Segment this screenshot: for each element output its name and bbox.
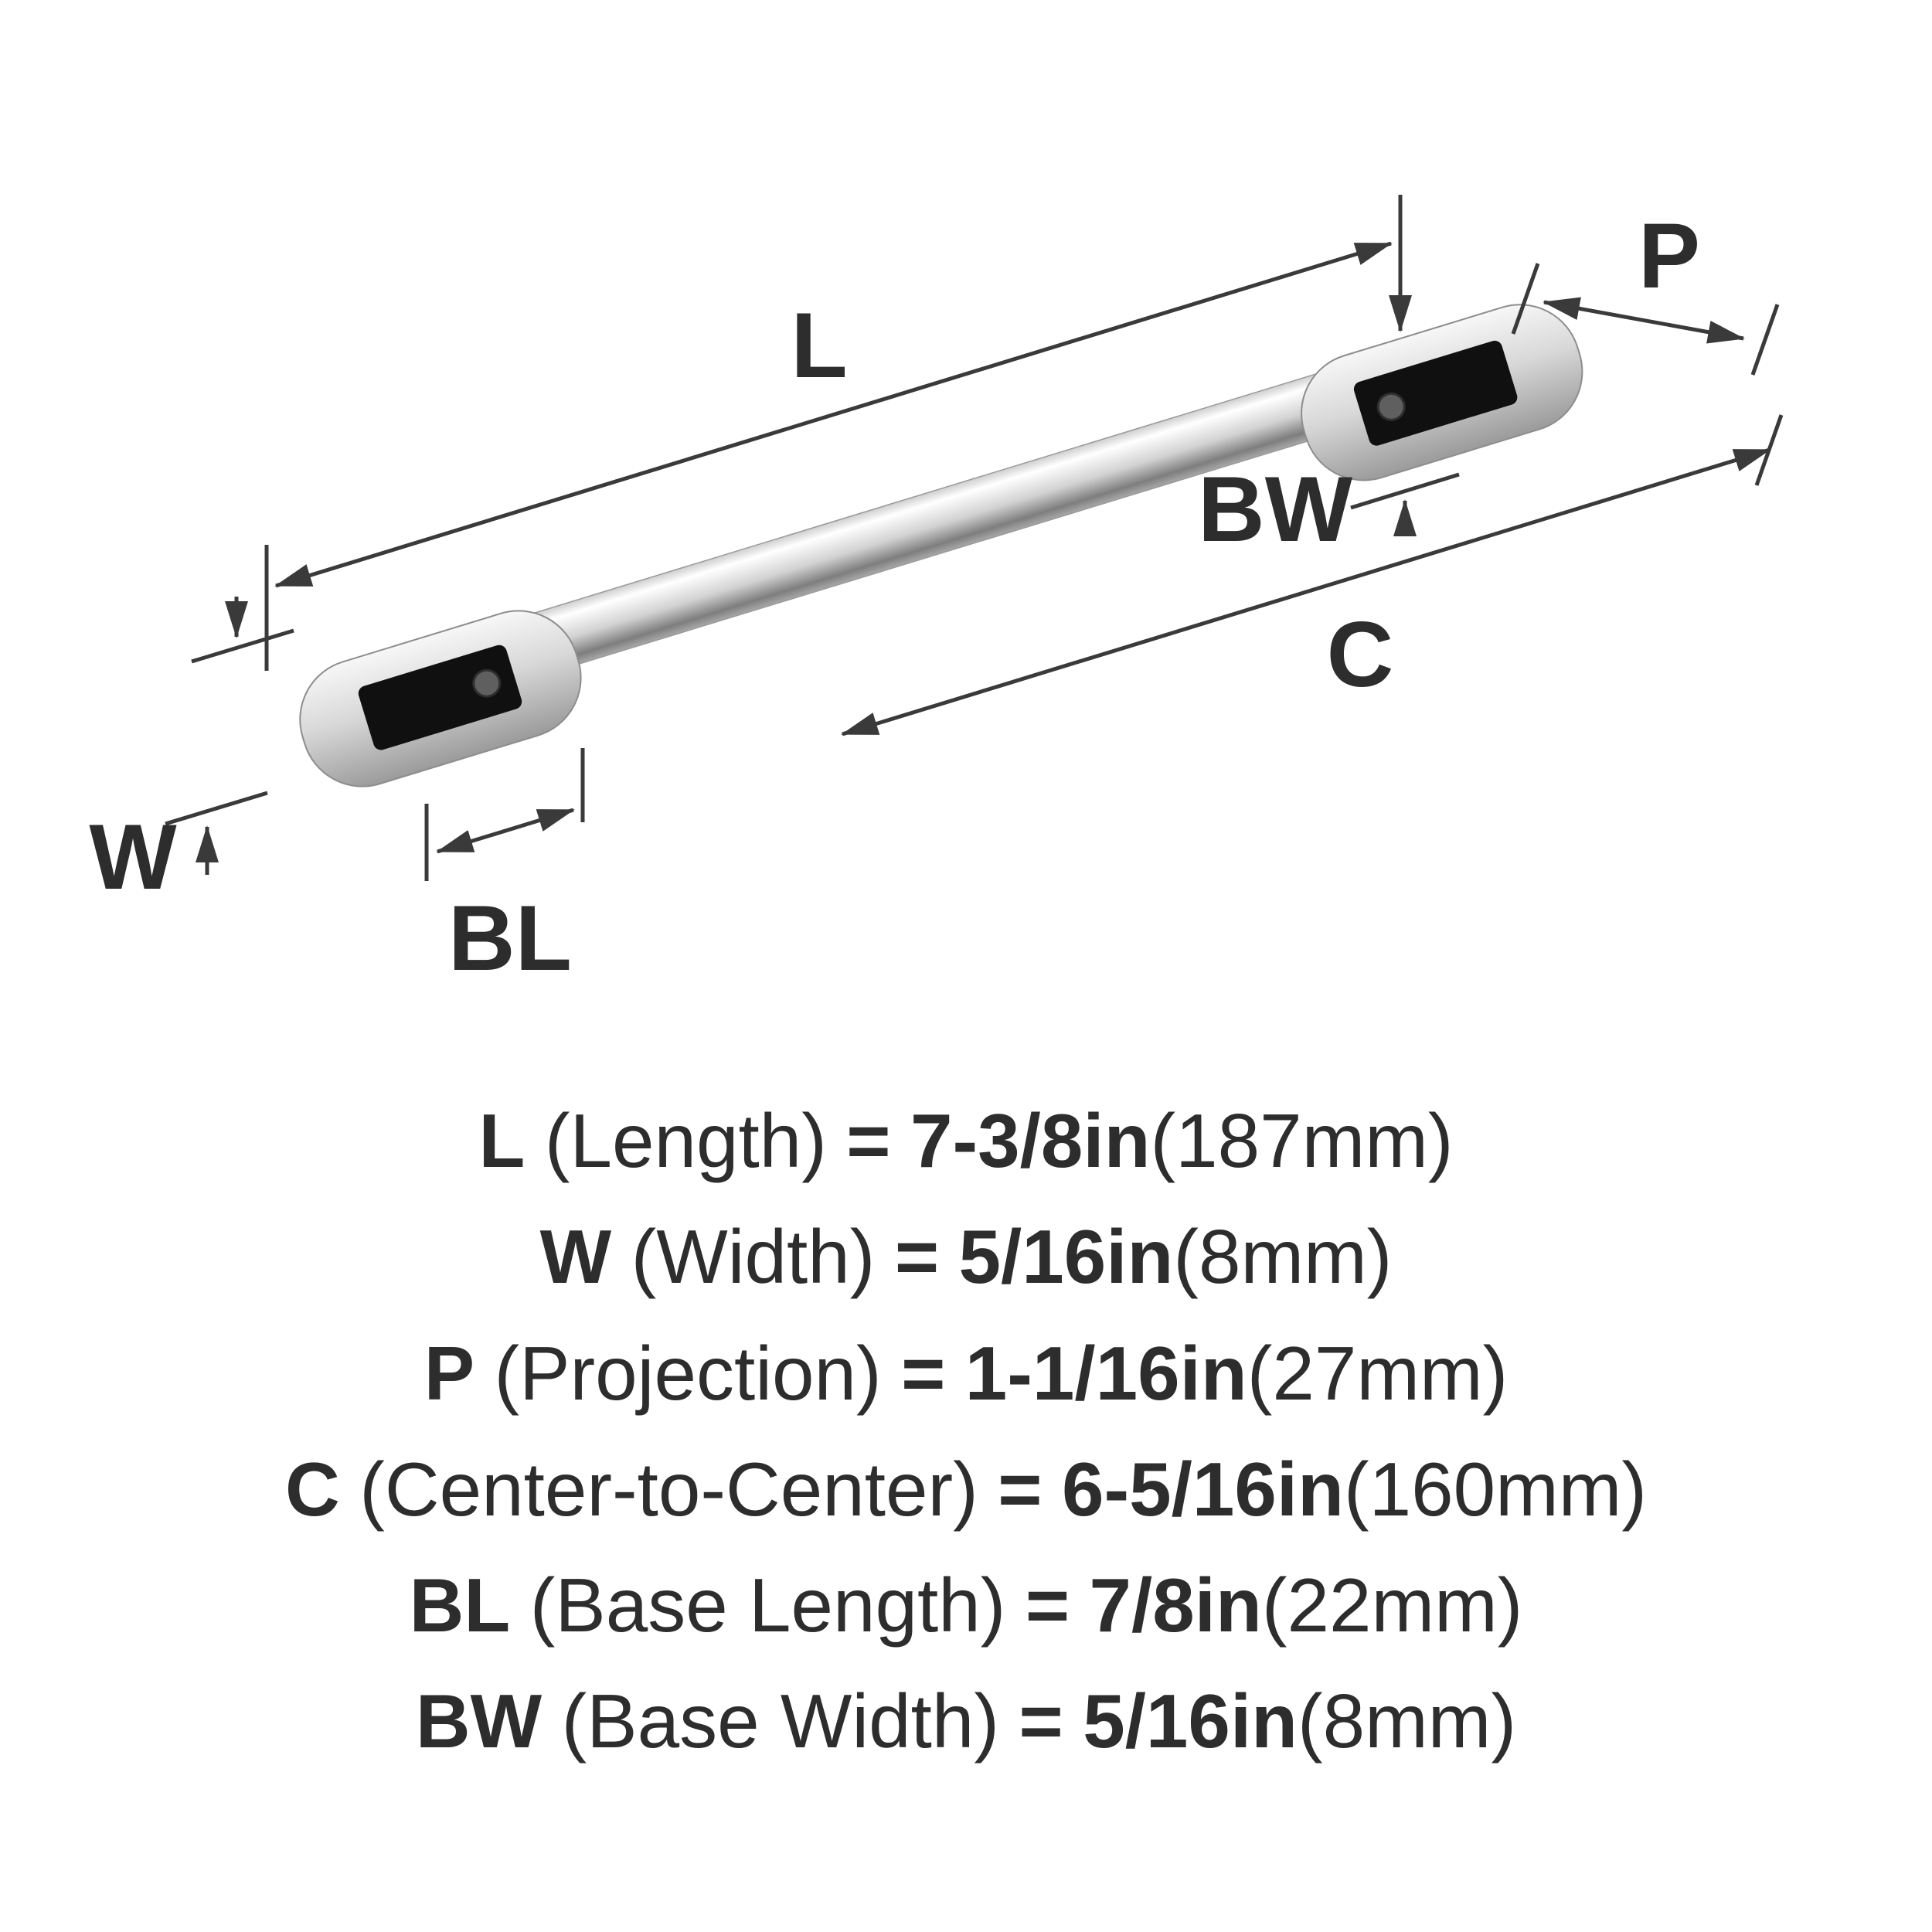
dim-equals: = [1025, 1563, 1070, 1648]
dimension-line-C: C (Center-to-Center) = 6-5/16in(160mm) [285, 1438, 1647, 1540]
dim-metric: (187mm) [1150, 1098, 1454, 1183]
dimension-line-BW: BW (Base Width) = 5/16in(8mm) [416, 1670, 1516, 1772]
dim-value: 5/16in [1083, 1679, 1298, 1764]
W-label: W [89, 805, 177, 909]
dim-value: 5/16in [958, 1214, 1174, 1300]
handle-diagram-area: L P BW C [89, 195, 1784, 990]
dim-metric: (160mm) [1343, 1446, 1647, 1532]
dimension-line-BL: BL (Base Length) = 7/8in(22mm) [410, 1554, 1523, 1656]
P-label: P [1638, 204, 1700, 308]
dim-desc: (Projection) [494, 1330, 882, 1416]
L-label: L [791, 294, 847, 397]
dim-desc: (Base Length) [529, 1563, 1006, 1648]
W-tick-bottom [165, 791, 268, 826]
dimension-line-P: P (Projection) = 1-1/16in(27mm) [424, 1322, 1509, 1424]
dim-metric: (27mm) [1247, 1330, 1509, 1416]
C-label: C [1327, 603, 1394, 706]
dim-equals: = [998, 1446, 1043, 1532]
dim-label: W [539, 1214, 612, 1300]
dimension-C: C [841, 414, 1784, 736]
BW-label: BW [1198, 457, 1353, 561]
handle-diagram-svg: L P BW C [89, 195, 1784, 990]
dim-label: BW [415, 1679, 543, 1764]
dimension-W: W [89, 597, 294, 909]
dim-metric: (8mm) [1298, 1679, 1517, 1764]
BL-label: BL [448, 886, 572, 990]
handle-left-base [299, 610, 582, 787]
dim-desc: (Width) [631, 1214, 876, 1300]
C-line [841, 447, 1771, 736]
dim-desc: (Base Width) [561, 1679, 1000, 1764]
dim-label: P [423, 1330, 475, 1416]
dim-value: 1-1/16in [964, 1330, 1247, 1416]
dim-value: 7-3/8in [910, 1098, 1151, 1183]
dim-label: C [284, 1446, 340, 1532]
dim-metric: (22mm) [1261, 1563, 1523, 1648]
dimension-list: L (Length) = 7-3/8in(187mm) W (Width) = … [0, 1090, 1932, 1773]
dimension-P: P [1511, 204, 1780, 376]
dimension-line-W: W (Width) = 5/16in(8mm) [540, 1206, 1393, 1308]
dim-desc: (Center-to-Center) [359, 1446, 978, 1532]
handle [299, 304, 1583, 787]
P-line [1543, 297, 1745, 344]
dim-equals: = [894, 1214, 940, 1300]
dim-equals: = [901, 1330, 946, 1416]
dim-value: 6-5/16in [1061, 1446, 1344, 1532]
L-line [274, 241, 1393, 588]
dimension-line-L: L (Length) = 7-3/8in(187mm) [478, 1090, 1453, 1192]
dim-desc: (Length) [544, 1098, 827, 1183]
dimension-BW: BW [1198, 457, 1460, 561]
dim-equals: = [1019, 1679, 1063, 1764]
dimension-BL: BL [424, 748, 585, 990]
P-tick-right [1750, 304, 1780, 376]
P-tick-left [1511, 263, 1540, 335]
dim-equals: = [846, 1098, 891, 1183]
dim-metric: (8mm) [1173, 1214, 1393, 1300]
BL-line [436, 808, 575, 854]
dim-label: L [478, 1098, 526, 1183]
C-tick-right [1754, 414, 1784, 486]
left-base-screw-hole [472, 668, 502, 698]
dim-value: 7/8in [1089, 1563, 1262, 1648]
W-tick-top [191, 628, 294, 664]
dimension-L: L [264, 195, 1412, 671]
dim-label: BL [409, 1563, 511, 1648]
